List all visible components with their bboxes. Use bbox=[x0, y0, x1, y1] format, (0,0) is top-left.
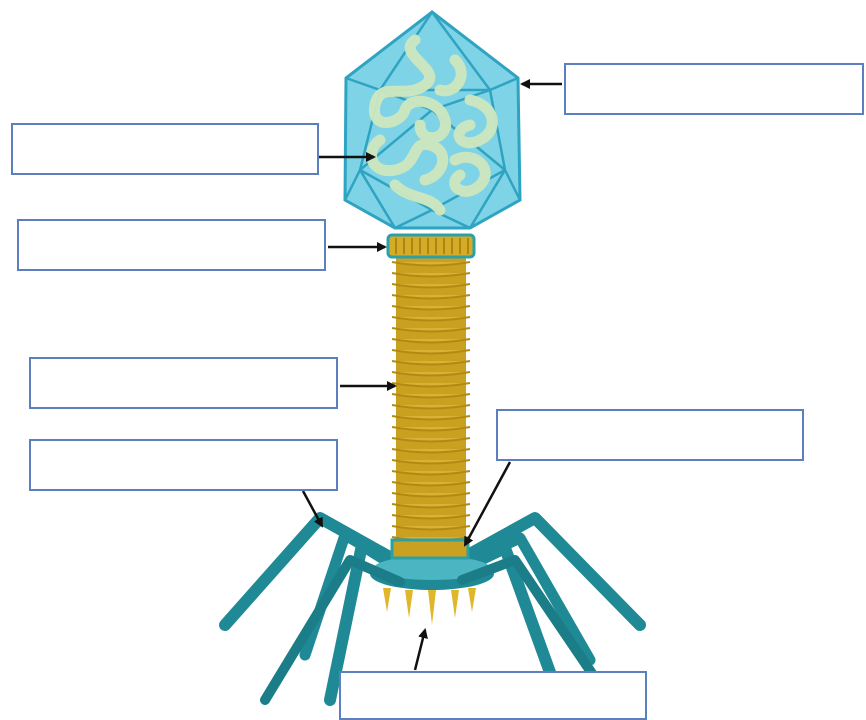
arrow-tail-pins bbox=[415, 630, 425, 670]
label-box-dna[interactable] bbox=[11, 123, 319, 175]
label-box-tail-pins[interactable] bbox=[339, 671, 647, 720]
tail-pin-1 bbox=[383, 588, 391, 612]
label-box-capsid[interactable] bbox=[564, 63, 864, 115]
label-box-collar[interactable] bbox=[17, 219, 326, 271]
tail-pin-2 bbox=[405, 590, 413, 618]
label-box-sheath[interactable] bbox=[29, 357, 338, 409]
tail-sheath bbox=[392, 250, 470, 545]
capsid-head bbox=[345, 12, 520, 228]
collar bbox=[388, 235, 474, 257]
tail-pins bbox=[383, 588, 476, 625]
label-box-tail-fiber[interactable] bbox=[29, 439, 338, 491]
tail-pin-5 bbox=[468, 588, 476, 612]
tail-pin-3 bbox=[428, 590, 436, 625]
label-box-base-plate[interactable] bbox=[496, 409, 804, 461]
tail-pin-4 bbox=[451, 590, 459, 618]
